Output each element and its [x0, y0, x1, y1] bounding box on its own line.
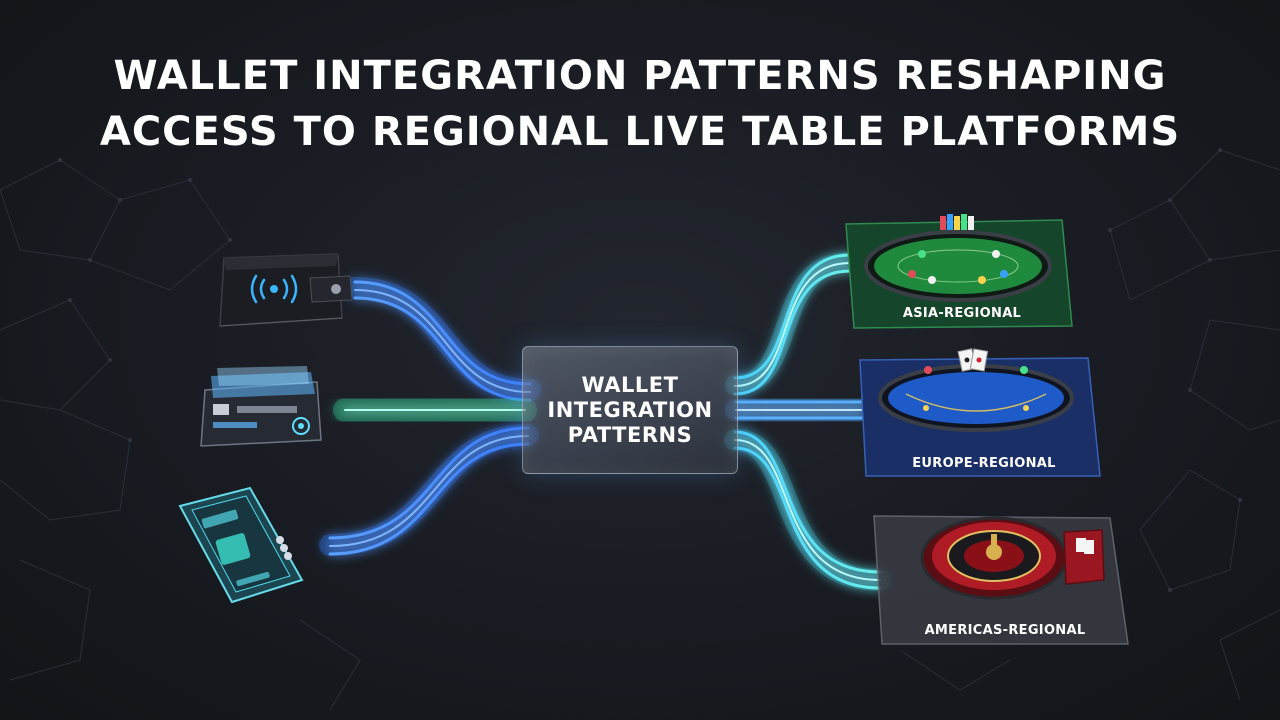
flow-europe — [725, 399, 873, 421]
region-label-europe: EUROPE-REGIONAL — [912, 456, 1056, 471]
region-card-europe — [859, 348, 1101, 477]
hub-line-3: PATTERNS — [567, 422, 693, 447]
hub-line-1: WALLET — [581, 372, 679, 397]
region-card-asia — [845, 214, 1073, 329]
flow-leather-wallet — [344, 277, 541, 402]
flow-americas — [724, 429, 891, 591]
region-card-americas — [873, 515, 1129, 645]
headline-line-1: WALLET INTEGRATION PATTERNS RESHAPING — [113, 53, 1167, 99]
flow-asia — [725, 252, 860, 396]
region-label-americas: AMERICAS-REGIONAL — [924, 623, 1086, 638]
flow-card-wallet — [333, 398, 537, 422]
integration-hub: WALLET INTEGRATION PATTERNS — [522, 346, 738, 474]
flow-mobile-wallet — [319, 424, 539, 556]
headline: WALLET INTEGRATION PATTERNS RESHAPING AC… — [0, 48, 1280, 160]
card-wallet-icon — [200, 366, 322, 447]
hub-line-2: INTEGRATION — [547, 397, 713, 422]
poker-table-icon — [864, 214, 1052, 302]
headline-line-2: ACCESS TO REGIONAL LIVE TABLE PLATFORMS — [99, 109, 1181, 155]
mobile-wallet-icon — [178, 486, 304, 604]
region-label-asia: ASIA-REGIONAL — [902, 306, 1022, 321]
blackjack-table-icon — [878, 348, 1074, 432]
leather-wallet-icon — [219, 253, 353, 327]
roulette-wheel-icon — [920, 516, 1105, 600]
